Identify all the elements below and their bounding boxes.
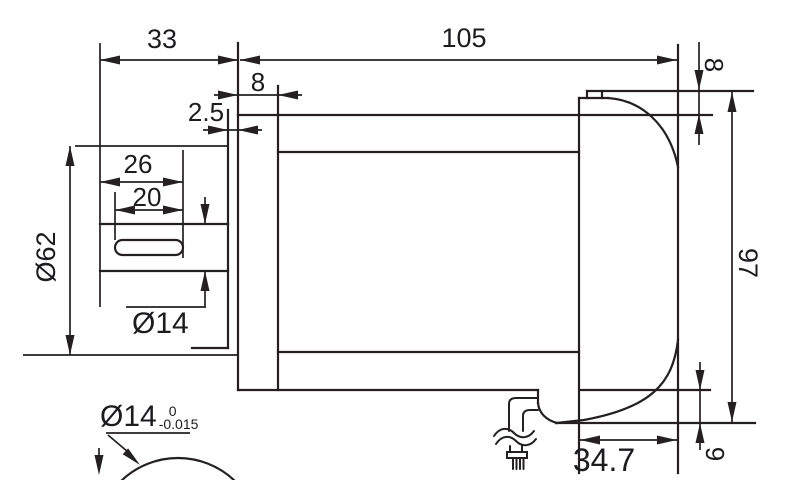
shaft-fit-lower-tolerance: -0.015	[158, 416, 199, 432]
shaft-keyway-flat	[113, 238, 185, 257]
shaft-fit-nominal: Ø14	[100, 400, 157, 433]
rear-cover-top-curve	[606, 96, 680, 169]
shaft-fit-upper-tolerance: 0	[168, 403, 177, 419]
dim-shaft-diameter-label: Ø14	[132, 307, 189, 340]
dimension-lines	[23, 42, 733, 450]
arrowheads	[65, 55, 737, 475]
motor-outline	[98, 41, 757, 475]
dim-cap-length-label: 34.7	[572, 442, 636, 478]
break-symbol	[495, 435, 537, 447]
dim-housing-length-label: 105	[441, 23, 487, 53]
power-cable	[493, 397, 539, 470]
break-symbol	[493, 427, 535, 439]
shaft-section-detail	[98, 432, 236, 480]
rear-cover-bottom-curve	[554, 338, 680, 425]
dim-pilot-diameter-label: Ø62	[31, 231, 61, 283]
dim-shaft-length-label: 33	[146, 24, 178, 54]
dim-pilot-protrusion-label: 2.5	[187, 97, 225, 127]
dim-overall-height-label: 97	[733, 247, 763, 279]
dim-flat-length-label: 20	[132, 182, 162, 212]
dim-flat-from-end-label: 26	[123, 149, 153, 179]
dim-flange-thickness-label: 8	[250, 67, 266, 97]
dim-cap-top-offset-label: 8	[699, 57, 729, 73]
shaft-fit-tolerance-label: Ø14 0 -0.015	[100, 402, 198, 432]
cable-gland-outline	[536, 401, 559, 425]
dim-cap-bottom-offset-label: 9	[700, 446, 730, 462]
